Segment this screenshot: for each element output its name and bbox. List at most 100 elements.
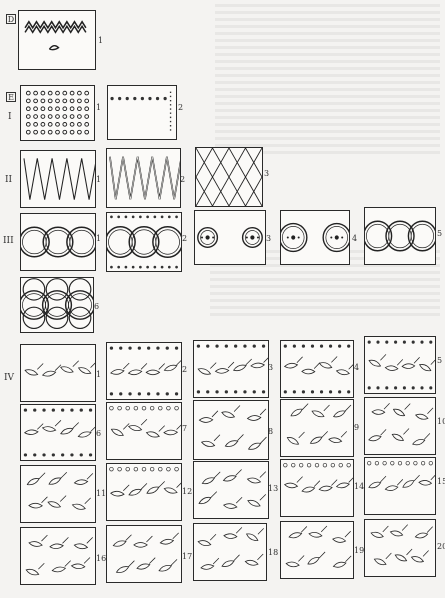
dot (33, 453, 36, 456)
leaf-shape (60, 427, 74, 436)
dot (394, 386, 397, 389)
panel-number: 19 (354, 547, 364, 555)
panel-number: 4 (352, 235, 357, 243)
leaf-shape (372, 410, 385, 415)
leaf-shape (412, 438, 425, 446)
panel-number: 7 (182, 425, 187, 433)
dot (394, 341, 397, 344)
dot (320, 390, 323, 393)
leaf-shape (311, 409, 325, 419)
leaf-shape (128, 488, 142, 497)
panel-number: 1 (98, 37, 103, 45)
leaf-shape (419, 480, 432, 486)
motif-panel (193, 523, 267, 581)
leaf-shape (164, 364, 178, 373)
dot (125, 266, 128, 269)
panel-number: 1 (96, 176, 101, 184)
motif-drawing (21, 528, 95, 584)
leaf-shape (113, 539, 127, 548)
ring (142, 467, 146, 471)
leaf-shape (110, 427, 124, 437)
leaf-shape (164, 430, 177, 435)
dot (347, 390, 350, 393)
leaf-shape (371, 531, 384, 539)
leaf-shape (111, 491, 125, 497)
dot (234, 345, 237, 348)
leaf-shape (78, 430, 92, 438)
leaf-shape (390, 530, 403, 538)
dot (42, 408, 45, 411)
leaf-shape (319, 485, 332, 492)
dot (175, 392, 178, 395)
leaf-shape (245, 532, 259, 542)
panel-number: 17 (182, 553, 192, 561)
motif-panel (20, 85, 95, 141)
leaf-shape (286, 561, 299, 567)
dot (24, 408, 27, 411)
leaf-shape (368, 358, 381, 368)
motif-panel (20, 527, 96, 585)
dot (154, 215, 157, 218)
dot (161, 215, 164, 218)
motif-panel (195, 147, 263, 207)
leaf-shape (290, 407, 304, 418)
dot (412, 341, 415, 344)
dot (347, 345, 350, 348)
panel-number: 6 (94, 303, 99, 311)
motif-panel (194, 210, 266, 265)
leaf-shape (42, 370, 56, 377)
motif-panel (280, 399, 354, 457)
panel-number: 20 (437, 543, 445, 551)
leaf-shape (24, 368, 38, 377)
dot (147, 347, 150, 350)
ring (414, 461, 418, 465)
dot (302, 390, 305, 393)
panel-number: 8 (268, 428, 273, 436)
ring (307, 463, 311, 467)
dot (284, 390, 287, 393)
dot (385, 386, 388, 389)
section-marker-d: D (6, 14, 16, 24)
motif-drawing (281, 522, 353, 578)
leaf-shape (116, 565, 130, 575)
bleed-through-text (215, 4, 440, 154)
motif-drawing (365, 458, 435, 514)
dot (126, 97, 129, 100)
dot (139, 266, 142, 269)
motif-drawing (107, 464, 181, 520)
ring (118, 406, 122, 410)
motif-drawing (365, 520, 435, 576)
section-marker-iv: IV (4, 374, 14, 383)
dot (128, 392, 131, 395)
ring (391, 461, 395, 465)
dot (284, 345, 287, 348)
leaf-shape (385, 485, 398, 492)
ring (118, 467, 122, 471)
leaf-shape (309, 531, 323, 538)
dot (70, 453, 73, 456)
leaf-shape (402, 479, 415, 489)
motif-drawing (194, 401, 268, 459)
leaf-shape (385, 365, 398, 371)
dot (253, 345, 256, 348)
leaf-shape (47, 500, 61, 509)
motif-drawing (21, 214, 95, 270)
leaf-shape (197, 367, 211, 376)
dot (139, 215, 142, 218)
dot (138, 392, 141, 395)
leaf-shape (146, 370, 159, 375)
dot (225, 345, 228, 348)
dot (119, 392, 122, 395)
motif-panel (20, 150, 96, 208)
dot (166, 392, 169, 395)
leaf-shape (110, 369, 124, 376)
panel-number: 1 (96, 371, 101, 379)
ring (150, 406, 154, 410)
leaf-shape (247, 415, 261, 421)
dot (293, 345, 296, 348)
dot (24, 453, 27, 456)
motif-panel (280, 210, 350, 265)
leaf-shape (225, 439, 239, 448)
motif-panel (364, 336, 436, 394)
ring (134, 406, 138, 410)
